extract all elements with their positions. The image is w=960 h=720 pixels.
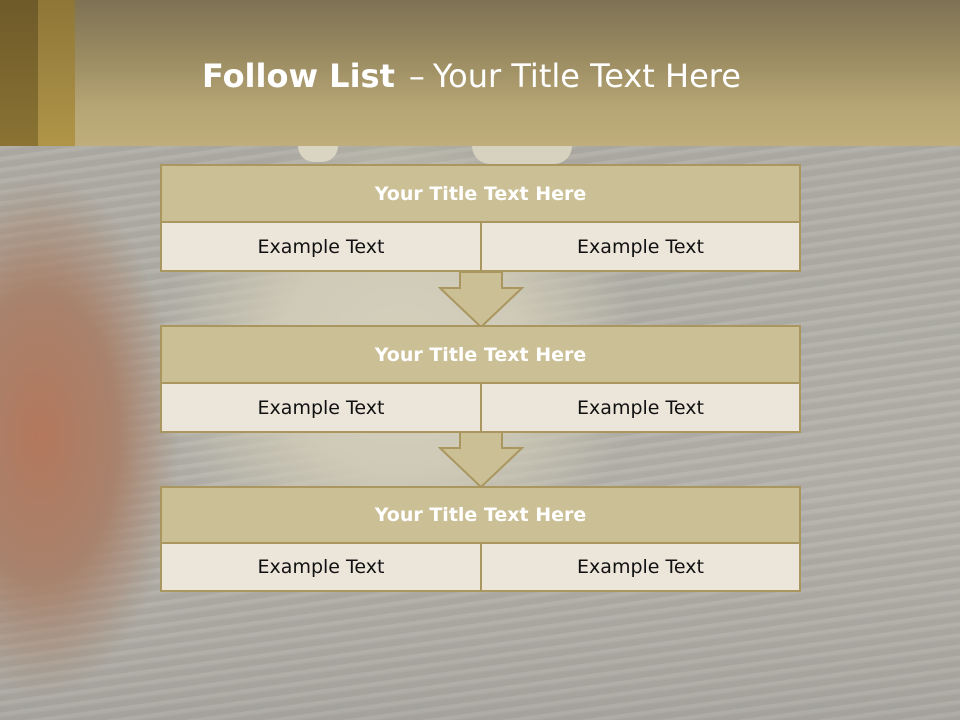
follow-block-3: Your Title Text Here Example Text Exampl…: [160, 486, 801, 592]
block-title: Your Title Text Here: [160, 325, 801, 384]
block-cell-right: Example Text: [480, 542, 801, 592]
block-cell-left: Example Text: [160, 542, 482, 592]
down-arrow-icon: [438, 431, 524, 489]
block-title: Your Title Text Here: [160, 164, 801, 223]
background-photo-detail: [298, 146, 338, 162]
slide-title-separator: –: [408, 57, 425, 95]
block-cell-right: Example Text: [480, 221, 801, 272]
header-accent-bar: [38, 0, 75, 146]
header-band: Follow List–Your Title Text Here: [0, 0, 960, 146]
follow-block-1: Your Title Text Here Example Text Exampl…: [160, 164, 801, 272]
header-accent-bar: [0, 0, 38, 146]
down-arrow-icon: [438, 271, 524, 329]
block-cell-left: Example Text: [160, 221, 482, 272]
slide-title: Follow List–Your Title Text Here: [202, 54, 741, 98]
block-cell-left: Example Text: [160, 382, 482, 433]
slide-title-bold: Follow List: [202, 57, 395, 95]
follow-block-2: Your Title Text Here Example Text Exampl…: [160, 325, 801, 433]
block-cell-right: Example Text: [480, 382, 801, 433]
slide-title-rest: Your Title Text Here: [432, 57, 741, 95]
background-photo-detail: [472, 146, 572, 164]
block-title: Your Title Text Here: [160, 486, 801, 544]
